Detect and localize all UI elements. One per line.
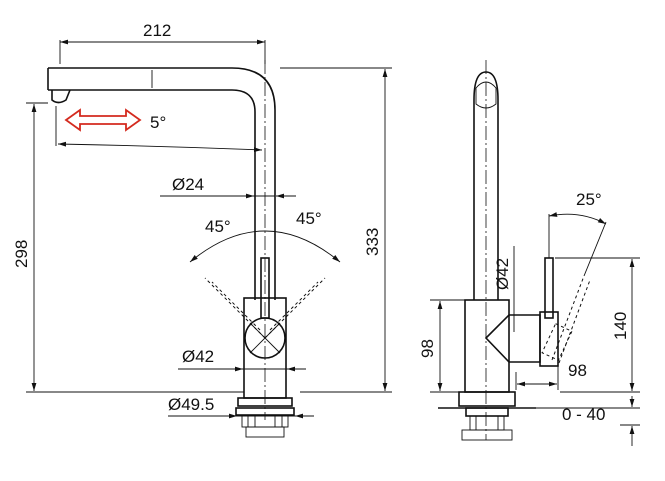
side-lever-stem	[544, 257, 554, 319]
spout-outer-edge	[48, 67, 276, 300]
dim-lever-height: 140	[555, 257, 640, 393]
body-diameter-front-value: Ø42	[182, 347, 214, 366]
dim-spout-height: 298	[12, 102, 244, 393]
dim-reach: 212	[59, 21, 266, 64]
side-body	[464, 299, 510, 393]
front-lever-cap	[244, 317, 286, 359]
spout-inner-edge	[48, 89, 256, 300]
side-base	[458, 391, 516, 407]
lever-depth-value: 98	[568, 361, 587, 380]
lever-pos-left	[204, 277, 266, 339]
front-base-plate	[237, 397, 293, 407]
side-view: 25° Ø42 98 98 140	[418, 60, 640, 446]
lever-pos-left-b	[211, 281, 261, 331]
lever-height-value: 140	[611, 312, 630, 340]
pipe-diameter-value: Ø24	[172, 175, 204, 194]
lever-angle-left: 45°	[205, 217, 231, 236]
lever-angle-arc-side	[548, 212, 607, 225]
body-diameter-side-value: Ø42	[493, 258, 512, 290]
swivel-angle: 5°	[150, 113, 166, 132]
side-lever-angle: 25°	[548, 190, 607, 277]
lever-pos-right	[264, 277, 326, 339]
lever-angle-right: 45°	[296, 209, 322, 228]
front-bottom-nut	[245, 426, 285, 438]
side-lever-housing	[484, 314, 541, 363]
side-lever-tilted-b	[558, 279, 591, 364]
side-faucet-outline	[438, 60, 591, 441]
dim-body-diameter-front: Ø42	[178, 347, 306, 372]
dim-body-diameter-side: Ø42	[493, 246, 515, 332]
lever-pos-right-b	[269, 281, 319, 331]
swivel-arc	[57, 141, 263, 153]
dim-body-height: 98	[418, 299, 465, 393]
dim-worktop-thickness: 0 - 40	[536, 396, 640, 446]
spout-nozzle	[51, 89, 71, 104]
worktop-thickness-value: 0 - 40	[562, 405, 605, 424]
total-height-value: 333	[363, 228, 382, 256]
spout-height-value: 298	[12, 240, 31, 268]
front-view: 45° 45° 212 5° Ø24 Ø42	[12, 21, 392, 438]
dim-base-diameter: Ø49.5	[168, 395, 314, 419]
reach-value: 212	[143, 21, 171, 40]
side-lever-angle-value: 25°	[576, 190, 602, 209]
side-lever-tilted-a	[551, 275, 585, 361]
body-height-value: 98	[418, 339, 437, 358]
side-lever-block	[539, 311, 559, 367]
side-lever-tilted-block	[541, 323, 573, 361]
side-nozzle	[475, 81, 497, 109]
side-bottom-nut	[461, 429, 513, 441]
lever-angle-arc	[189, 230, 341, 263]
front-lever-swing: 45° 45°	[189, 209, 341, 339]
dim-lever-depth: 98	[515, 361, 587, 390]
dim-total-height: 333	[280, 67, 392, 393]
dim-pipe-diameter: Ø24	[160, 175, 296, 199]
lever-angle-ext-tilt	[583, 221, 607, 277]
base-diameter-value: Ø49.5	[168, 395, 214, 414]
side-base-nut	[465, 407, 509, 417]
swivel-indicator: 5°	[55, 106, 263, 153]
side-thread	[469, 415, 505, 431]
swivel-arrow-icon	[64, 108, 142, 132]
